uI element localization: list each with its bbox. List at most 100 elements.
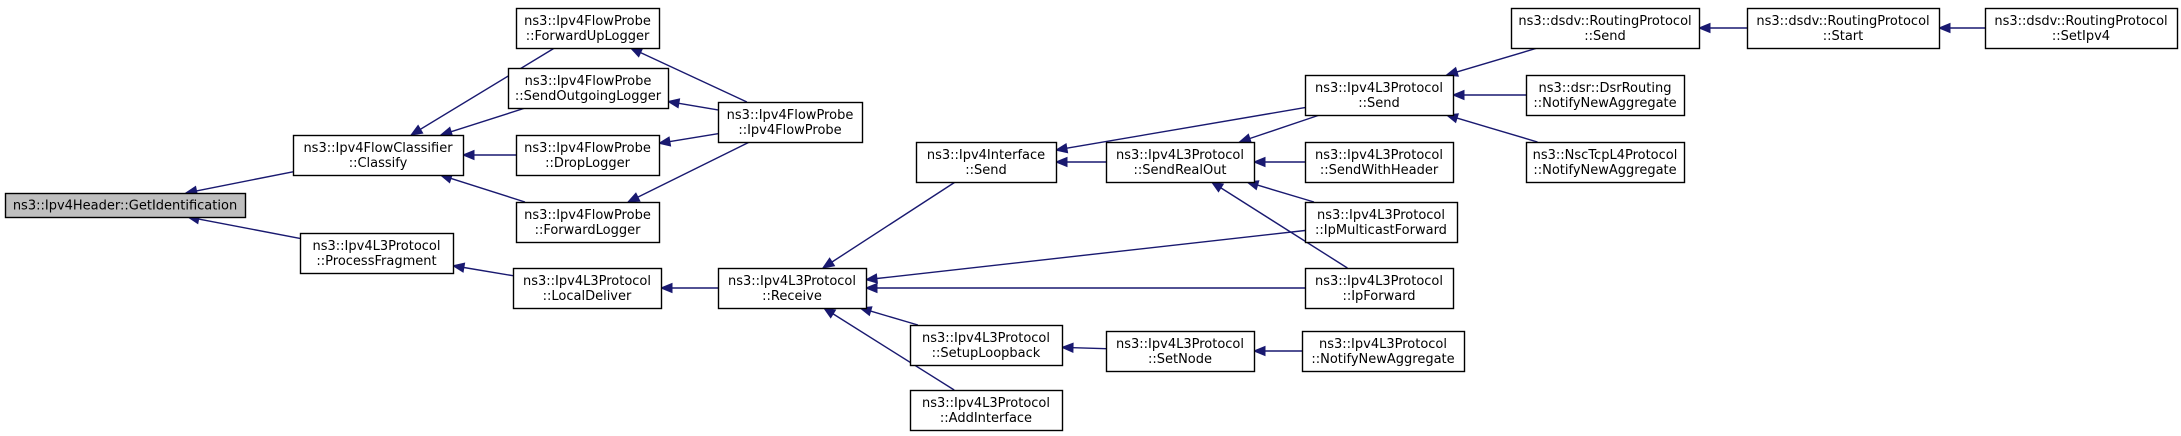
node-classify[interactable]: ns3::Ipv4FlowClassifier::Classify <box>292 134 465 177</box>
node-sendwithheader[interactable]: ns3::Ipv4L3Protocol::SendWithHeader <box>1304 141 1455 184</box>
edge-line <box>450 107 526 133</box>
arrowhead <box>409 124 424 136</box>
arrowhead <box>666 98 681 109</box>
node-localdeliver[interactable]: ns3::Ipv4L3Protocol::LocalDeliver <box>512 267 663 310</box>
edge-probector-to-fwdlog <box>626 141 750 203</box>
node-label: ns3::Ipv4L3Protocol <box>1116 337 1244 352</box>
edge-nna_l3-to-setnode <box>1252 345 1302 357</box>
node-label: ns3::Ipv4L3Protocol <box>1315 148 1443 163</box>
edge-line <box>1066 106 1306 149</box>
node-label: ns3::NscTcpL4Protocol <box>1533 148 1678 163</box>
edge-sendwithheader-to-sendrealout <box>1252 156 1305 168</box>
node-sendout[interactable]: ns3::Ipv4FlowProbe::SendOutgoingLogger <box>507 67 670 110</box>
edge-receive-to-localdeliver <box>659 282 718 294</box>
edge-ipmcast-to-sendrealout <box>1245 180 1315 203</box>
node-label: ns3::Ipv4L3Protocol <box>922 396 1050 411</box>
edge-dsr-to-l3send <box>1451 89 1526 101</box>
edge-line <box>1249 114 1320 140</box>
node-dsdvstart[interactable]: ns3::dsdv::RoutingProtocol::Start <box>1746 7 1941 50</box>
node-label: ::SendOutgoingLogger <box>515 89 662 104</box>
node-dsdvsend[interactable]: ns3::dsdv::RoutingProtocol::Send <box>1510 7 1701 50</box>
edge-line <box>1072 347 1107 350</box>
node-box <box>1304 201 1459 244</box>
arrowhead <box>822 307 837 319</box>
node-label: ::Send <box>1584 29 1626 44</box>
node-box <box>1746 7 1941 50</box>
node-setnode[interactable]: ns3::Ipv4L3Protocol::SetNode <box>1105 330 1256 373</box>
edge-line <box>1257 184 1315 203</box>
node-box <box>299 232 455 275</box>
node-label: ns3::dsdv::RoutingProtocol <box>1756 14 1929 29</box>
node-box <box>1525 74 1686 117</box>
node-label: ns3::Ipv4L3Protocol <box>523 274 651 289</box>
arrowhead <box>659 282 673 294</box>
node-processfrag[interactable]: ns3::Ipv4L3Protocol::ProcessFragment <box>299 232 455 275</box>
node-label: ::NotifyNewAggregate <box>1533 163 1676 178</box>
node-label: ::ForwardLogger <box>535 223 642 238</box>
node-label: ::Classify <box>349 156 408 171</box>
arrowhead <box>1937 22 1951 34</box>
arrowhead <box>1252 345 1266 357</box>
node-label: ns3::Ipv4L3Protocol <box>1315 274 1443 289</box>
node-label: ns3::Ipv4FlowProbe <box>524 141 651 156</box>
edge-line <box>876 229 1306 280</box>
edge-fwdup-to-classify <box>409 47 555 136</box>
node-box <box>507 67 670 110</box>
node-addif[interactable]: ns3::Ipv4L3Protocol::AddInterface <box>909 389 1064 432</box>
arrowhead <box>864 273 878 284</box>
node-label: ::LocalDeliver <box>543 289 632 304</box>
node-label: ::AddInterface <box>940 411 1032 426</box>
node-label: ns3::Ipv4FlowProbe <box>525 74 652 89</box>
node-dsr[interactable]: ns3::dsr::DsrRouting::NotifyNewAggregate <box>1525 74 1686 117</box>
node-fwdup[interactable]: ns3::Ipv4FlowProbe::ForwardUpLogger <box>515 7 661 50</box>
node-nsc[interactable]: ns3::NscTcpL4Protocol::NotifyNewAggregat… <box>1525 141 1686 184</box>
node-label: ::DropLogger <box>545 156 631 171</box>
arrowhead <box>461 149 475 161</box>
node-label: ::SetIpv4 <box>2052 29 2110 44</box>
node-receive[interactable]: ns3::Ipv4L3Protocol::Receive <box>717 267 868 310</box>
node-droplog[interactable]: ns3::Ipv4FlowProbe::DropLogger <box>515 134 661 177</box>
node-label: ns3::Ipv4FlowProbe <box>524 14 651 29</box>
node-label: ::NotifyNewAggregate <box>1311 352 1454 367</box>
edge-line <box>831 181 956 263</box>
node-nna_l3[interactable]: ns3::Ipv4L3Protocol::NotifyNewAggregate <box>1301 330 1466 373</box>
node-sendrealout[interactable]: ns3::Ipv4L3Protocol::SendRealOut <box>1105 141 1256 184</box>
arrowhead <box>629 47 644 58</box>
node-ipmcast[interactable]: ns3::Ipv4L3Protocol::IpMulticastForward <box>1304 201 1459 244</box>
edge-sendrealout-to-ifsend <box>1054 156 1106 168</box>
edge-setipv4-to-dsdvstart <box>1937 22 1985 34</box>
edge-line <box>198 218 301 240</box>
node-label: ns3::Ipv4FlowClassifier <box>303 141 453 156</box>
node-fwdlog[interactable]: ns3::Ipv4FlowProbe::ForwardLogger <box>515 201 661 244</box>
edge-setuploop-to-receive <box>858 306 919 326</box>
node-label: ::Send <box>965 163 1007 178</box>
node-setipv4[interactable]: ns3::dsdv::RoutingProtocol::SetIpv4 <box>1984 7 2179 50</box>
node-box <box>909 389 1064 432</box>
node-label: ::IpMulticastForward <box>1315 223 1447 238</box>
edge-probector-to-droplog <box>657 133 719 147</box>
node-label: ns3::Ipv4L3Protocol <box>1116 148 1244 163</box>
arrowhead <box>1054 156 1068 168</box>
edge-line <box>669 133 719 143</box>
node-ipfwd[interactable]: ns3::Ipv4L3Protocol::IpForward <box>1304 267 1455 310</box>
arrowhead <box>451 262 466 273</box>
node-box <box>1525 141 1686 184</box>
arrowhead <box>1252 156 1266 168</box>
node-label: ::SetupLoopback <box>932 346 1041 361</box>
nodes-layer: ns3::Ipv4Header::GetIdentificationns3::I… <box>4 7 2179 432</box>
node-box <box>512 267 663 310</box>
edge-line <box>1456 117 1538 143</box>
edge-sendout-to-classify <box>439 107 526 137</box>
arrowhead <box>439 126 454 137</box>
edge-nsc-to-l3send <box>1445 113 1538 143</box>
node-l3send[interactable]: ns3::Ipv4L3Protocol::Send <box>1304 74 1455 117</box>
node-label: ::IpForward <box>1342 289 1415 304</box>
node-label: ns3::Ipv4L3Protocol <box>922 331 1050 346</box>
arrowhead <box>821 257 836 269</box>
node-probector[interactable]: ns3::Ipv4FlowProbe::Ipv4FlowProbe <box>717 101 864 144</box>
edge-line <box>640 51 748 103</box>
node-setuploop[interactable]: ns3::Ipv4L3Protocol::SetupLoopback <box>909 324 1064 367</box>
node-ifsend[interactable]: ns3::Ipv4Interface::Send <box>915 141 1058 184</box>
node-root[interactable]: ns3::Ipv4Header::GetIdentification <box>4 192 247 219</box>
